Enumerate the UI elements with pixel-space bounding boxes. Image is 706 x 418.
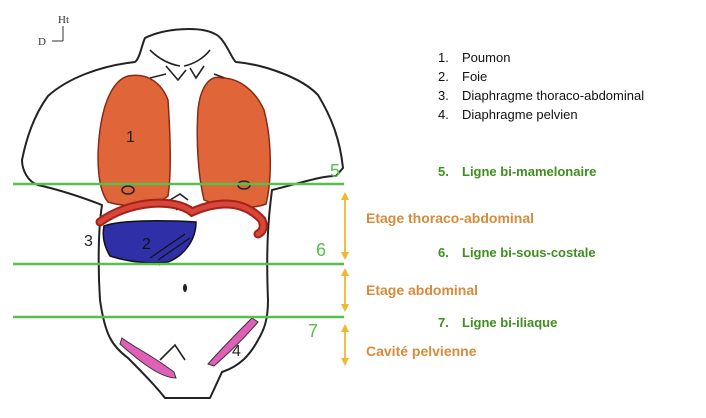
organ-number-liver: 2: [142, 236, 151, 253]
legend-label: Ligne bi-sous-costale: [462, 245, 596, 260]
legend-item-lung: 1.Poumon: [438, 50, 510, 65]
legend-item-liver: 2.Foie: [438, 69, 487, 84]
legend-number: 2.: [438, 69, 462, 84]
legend-number: 1.: [438, 50, 462, 65]
zone-brackets: [341, 192, 349, 366]
zone-label-abdominal: Etage abdominal: [366, 282, 478, 298]
zone-label-thoraco-abdominal: Etage thoraco-abdominal: [366, 210, 534, 226]
organ-number-pelvic-floor: 4: [232, 343, 241, 360]
legend-label: Ligne bi-mamelonaire: [462, 164, 596, 179]
legend-number: 5.: [438, 164, 462, 179]
legend-item-pelvic-diaphragm: 4.Diaphragme pelvien: [438, 107, 578, 122]
legend-label: Ligne bi-iliaque: [462, 315, 557, 330]
legend-label: Diaphragme thoraco-abdominal: [462, 88, 644, 103]
bracket-abdominal: [341, 268, 349, 312]
legend-number: 6.: [438, 245, 462, 260]
legend-item-line-7: 7.Ligne bi-iliaque: [438, 315, 557, 330]
legend-label: Foie: [462, 69, 487, 84]
torso-outline: [22, 29, 343, 398]
legend-label: Poumon: [462, 50, 510, 65]
legend-number: 7.: [438, 315, 462, 330]
line-6-number: 6: [316, 240, 326, 260]
bracket-pelvic-cavity: [341, 324, 349, 366]
legend-item-line-5: 5.Ligne bi-mamelonaire: [438, 164, 596, 179]
legend-number: 3.: [438, 88, 462, 103]
legend-item-diaphragm: 3.Diaphragme thoraco-abdominal: [438, 88, 644, 103]
line-7-number: 7: [308, 321, 318, 341]
orientation-up-label: Ht: [58, 14, 69, 26]
organ-number-lung: 1: [126, 129, 135, 146]
zone-label-pelvic-cavity: Cavité pelvienne: [366, 343, 477, 359]
bracket-thoraco-abdominal: [341, 192, 349, 260]
legend-item-line-6: 6.Ligne bi-sous-costale: [438, 245, 596, 260]
legend-number: 4.: [438, 107, 462, 122]
organ-number-diaphragm: 3: [84, 233, 93, 250]
legend-label: Diaphragme pelvien: [462, 107, 578, 122]
line-5-number: 5: [330, 161, 340, 181]
orientation-left-label: D: [38, 36, 46, 48]
navel: [183, 284, 187, 292]
orientation-marker: Ht D: [38, 14, 69, 48]
